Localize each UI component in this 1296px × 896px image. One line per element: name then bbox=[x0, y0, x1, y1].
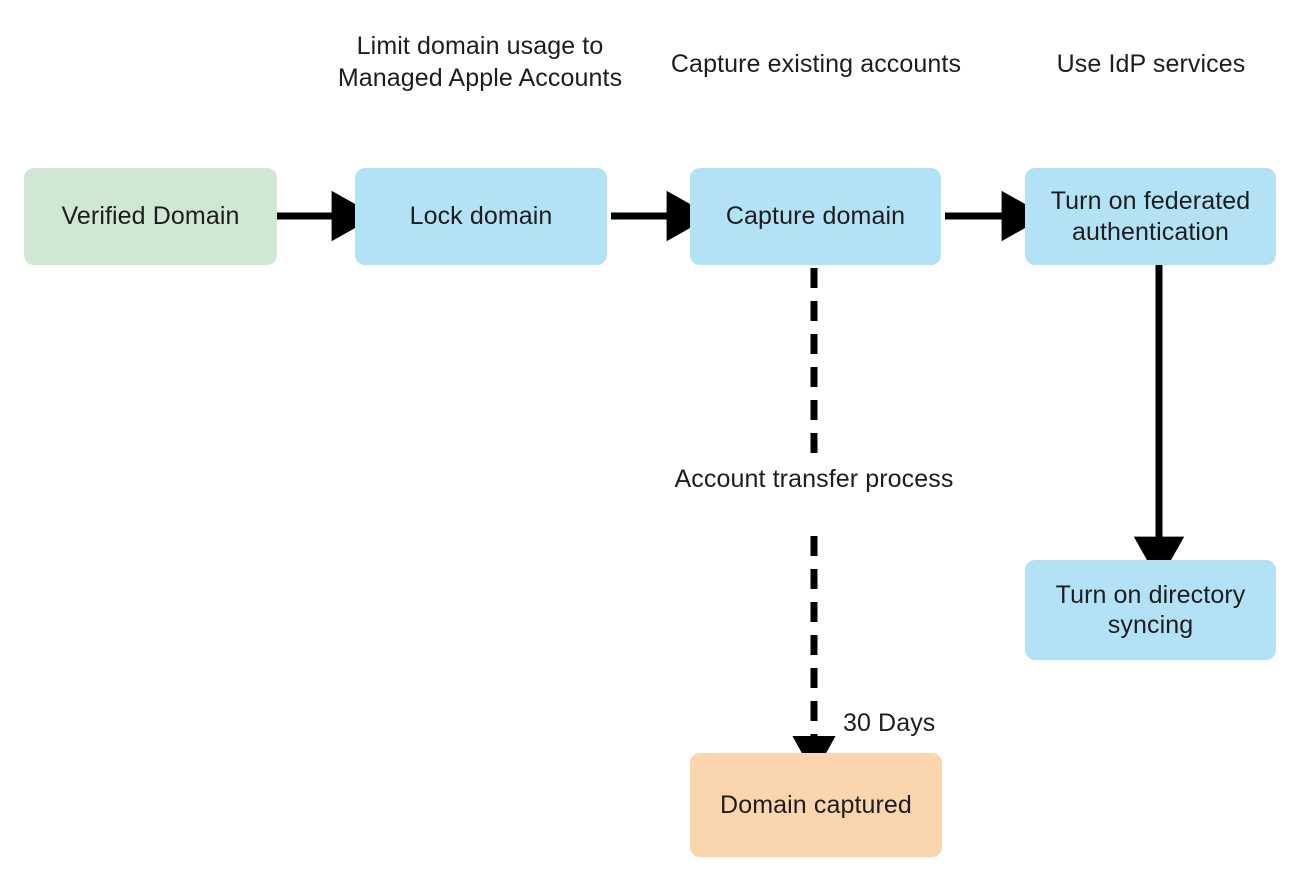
caption-federated-auth: Use IdP services bbox=[1056, 50, 1246, 78]
node-capture-domain[interactable]: Capture domain bbox=[690, 168, 941, 265]
edge-label-30-days: 30 Days bbox=[843, 709, 936, 737]
node-directory-syncing[interactable]: Turn on directory syncing bbox=[1025, 560, 1276, 660]
node-lock-domain[interactable]: Lock domain bbox=[355, 168, 607, 265]
node-verified-domain[interactable]: Verified Domain bbox=[24, 168, 277, 265]
caption-capture-domain: Capture existing accounts bbox=[670, 50, 962, 78]
caption-lock-domain: Limit domain usage to Managed Apple Acco… bbox=[337, 32, 623, 92]
edge-label-account-transfer-process: Account transfer process bbox=[674, 465, 954, 493]
node-federated-auth[interactable]: Turn on federated authentication bbox=[1025, 168, 1276, 265]
node-domain-captured[interactable]: Domain captured bbox=[690, 753, 942, 857]
